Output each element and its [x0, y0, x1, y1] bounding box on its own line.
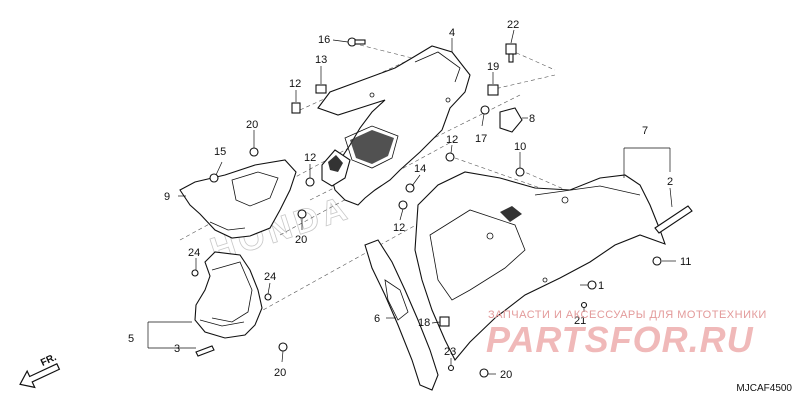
callout-20-d: 20 [500, 369, 512, 381]
callout-12-d: 12 [393, 222, 405, 234]
part-3-strip [195, 345, 215, 357]
callout-21: 21 [574, 315, 586, 327]
part-4-upper-inner-panel [317, 45, 471, 206]
part-2-strip [654, 205, 693, 234]
center-mount-bracket [321, 149, 351, 187]
callout-12-c: 12 [446, 134, 458, 146]
callout-12-a: 12 [289, 78, 301, 90]
callout-20-a: 20 [246, 119, 258, 131]
watermark-tagline: ЗАПЧАСТИ И АКСЕССУАРЫ ДЛЯ МОТОТЕХНИКИ [488, 309, 767, 321]
part-7-main-side-cowl [414, 171, 666, 361]
callout-6: 6 [374, 313, 380, 325]
callout-8: 8 [529, 113, 535, 125]
callout-15: 15 [214, 146, 226, 158]
callout-14: 14 [414, 163, 426, 175]
callout-5: 5 [128, 333, 134, 345]
callout-17: 17 [475, 133, 487, 145]
callout-2: 2 [667, 176, 673, 188]
callout-9: 9 [164, 191, 170, 203]
callout-11: 11 [680, 256, 691, 268]
callout-16: 16 [318, 34, 330, 46]
callout-12-b: 12 [304, 152, 316, 164]
diagram-code: MJCAF4500 [736, 383, 792, 394]
callout-7: 7 [642, 125, 648, 137]
callout-24-b: 24 [264, 271, 276, 283]
callout-4: 4 [449, 27, 455, 39]
callout-10: 10 [514, 141, 526, 153]
callout-23: 23 [444, 346, 456, 358]
watermark: ЗАПЧАСТИ И АКСЕССУАРЫ ДЛЯ МОТОТЕХНИКИ PA… [486, 309, 767, 360]
part-9-bracket [179, 159, 297, 239]
callout-24-a: 24 [188, 247, 200, 259]
part-5-lower-duct [194, 251, 263, 339]
watermark-brand: PARTSFOR.RU [486, 319, 754, 360]
part-6-vertical-trim [364, 239, 439, 391]
callout-numbers: 4 16 13 12 22 19 17 8 20 15 12 12 14 12 … [128, 19, 691, 381]
callout-20-c: 20 [274, 367, 286, 379]
callout-1: 1 [598, 280, 604, 292]
callout-20-b: 20 [295, 234, 307, 246]
callout-13: 13 [315, 54, 327, 66]
callout-19: 19 [487, 61, 499, 73]
leader-lines [147, 29, 676, 375]
callout-3: 3 [174, 343, 180, 355]
callout-22: 22 [507, 19, 519, 31]
callout-18: 18 [418, 317, 430, 329]
front-arrow: FR. [19, 352, 61, 389]
fasteners [191, 37, 662, 378]
